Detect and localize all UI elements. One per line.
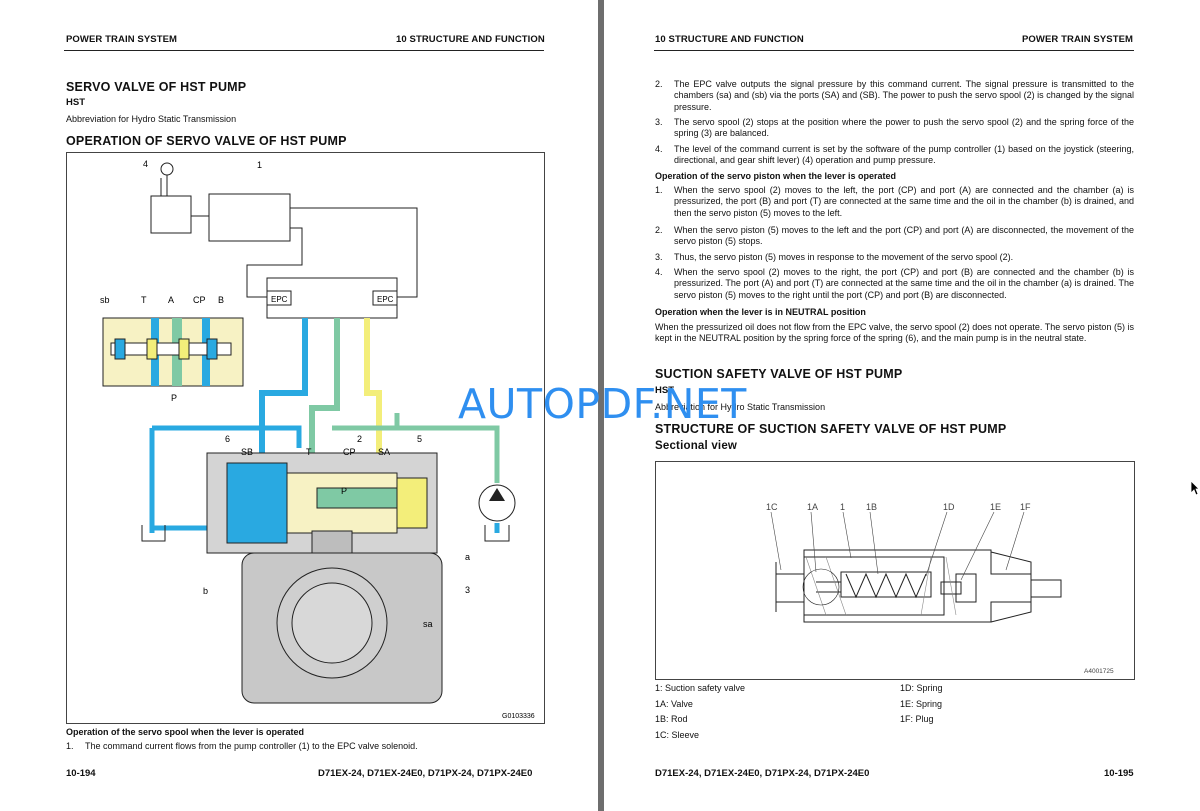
label-CP: CP <box>343 447 356 457</box>
abbr-heading: HST <box>655 385 674 396</box>
running-header-right: 10 STRUCTURE AND FUNCTION <box>396 34 545 45</box>
spool-inset <box>102 317 244 387</box>
pump-body <box>206 452 443 704</box>
label-1: 1 <box>257 160 262 170</box>
cursor-arrow-icon <box>1190 480 1200 501</box>
label-p: P <box>171 393 177 403</box>
suction-valve-section: 1C 1A 1 1B 1D 1E 1F A4001725 <box>655 461 1135 680</box>
label-P: P <box>341 486 347 496</box>
label-b: B <box>218 295 224 305</box>
pump-symbol-icon <box>478 484 516 522</box>
section-drawing-svg: 1C 1A 1 1B 1D 1E 1F A4001725 <box>766 502 1114 675</box>
model-codes: D71EX-24, D71EX-24E0, D71PX-24, D71PX-24… <box>318 768 533 779</box>
label-1: 1 <box>840 502 845 512</box>
watermark-text: AUTOPDF.NET <box>458 380 747 428</box>
abbr-heading: HST <box>66 97 85 108</box>
piston-heading: Operation of the servo piston when the l… <box>655 171 897 181</box>
running-header-left: POWER TRAIN SYSTEM <box>66 34 178 45</box>
running-header-right: POWER TRAIN SYSTEM <box>1022 34 1134 45</box>
legend-item: 1E: Spring <box>900 699 943 709</box>
figure-id: G0103336 <box>502 713 535 720</box>
model-codes: D71EX-24, D71EX-24E0, D71PX-24, D71PX-24… <box>655 768 870 779</box>
label-a: A <box>168 295 174 305</box>
list-item: 3. Thus, the servo piston (5) moves in r… <box>655 252 1014 262</box>
list-item: 2. When the servo piston (5) moves to th… <box>655 225 1134 247</box>
label-SA: SA <box>378 447 390 457</box>
legend-item: 1C: Sleeve <box>655 730 700 740</box>
legend-item: 1D: Spring <box>900 683 943 693</box>
label-1b: 1B <box>866 502 877 512</box>
label-1f: 1F <box>1020 502 1031 512</box>
label-T: T <box>306 447 312 457</box>
label-5: 5 <box>417 434 422 444</box>
label-1a: 1A <box>807 502 818 512</box>
label-3: 3 <box>465 585 470 595</box>
label-a-chamber: a <box>465 552 470 562</box>
label-epc-left: EPC <box>271 295 288 304</box>
structure-title: STRUCTURE OF SUCTION SAFETY VALVE OF HST… <box>655 422 1007 436</box>
list-item: 4. When the servo spool (2) moves to the… <box>655 267 1134 300</box>
list-item: 1. When the servo spool (2) moves to the… <box>655 185 1134 218</box>
legend-item: 1: Suction safety valve <box>655 683 746 693</box>
sub-heading: Operation of the servo spool when the le… <box>66 727 305 737</box>
abbr-text: Abbreviation for Hydro Static Transmissi… <box>655 402 826 412</box>
label-2: 2 <box>357 434 362 444</box>
page-number: 10-194 <box>66 768 96 779</box>
list-item: 4. The level of the command current is s… <box>655 144 1134 166</box>
joystick-box <box>150 195 192 234</box>
label-1c: 1C <box>766 502 778 512</box>
figure-id: A4001725 <box>1084 668 1114 675</box>
section-title: SERVO VALVE OF HST PUMP <box>66 80 247 94</box>
label-1d: 1D <box>943 502 955 512</box>
lever-knob-icon <box>160 162 174 176</box>
label-cp: CP <box>193 295 206 305</box>
list-item: 1. The command current flows from the pu… <box>66 741 418 751</box>
abbr-text: Abbreviation for Hydro Static Transmissi… <box>66 114 237 124</box>
neutral-text: When the pressurized oil does not flow f… <box>655 322 1134 344</box>
operation-title: OPERATION OF SERVO VALVE OF HST PUMP <box>66 134 347 148</box>
label-t: T <box>141 295 147 305</box>
legend-item: 1A: Valve <box>655 699 693 709</box>
sectional-view-label: Sectional view <box>655 440 738 452</box>
running-header-left: 10 STRUCTURE AND FUNCTION <box>655 34 804 45</box>
label-sb: sb <box>100 295 110 305</box>
hydraulic-circuit-svg: 4 1 EPC EPC sb T A CP B P 6 SB T 2 CP SA… <box>100 159 535 720</box>
label-epc-right: EPC <box>377 295 394 304</box>
pump-controller-box <box>208 193 291 242</box>
right-page: 10 STRUCTURE AND FUNCTION POWER TRAIN SY… <box>604 0 1200 811</box>
neutral-heading: Operation when the lever is in NEUTRAL p… <box>655 307 866 317</box>
page-number: 10-195 <box>1104 768 1134 779</box>
header-rule <box>64 50 544 51</box>
label-b-chamber: b <box>203 586 208 596</box>
label-4: 4 <box>143 159 148 169</box>
left-page: POWER TRAIN SYSTEM 10 STRUCTURE AND FUNC… <box>0 0 598 811</box>
label-6: 6 <box>225 434 230 444</box>
list-item: 2. The EPC valve outputs the signal pres… <box>655 79 1134 112</box>
servo-valve-diagram: 4 1 EPC EPC sb T A CP B P 6 SB T 2 CP SA… <box>66 152 545 724</box>
label-sa: sa <box>423 619 433 629</box>
label-1e: 1E <box>990 502 1001 512</box>
label-SB: SB <box>241 447 253 457</box>
header-rule <box>654 50 1134 51</box>
legend-item: 1F: Plug <box>900 714 934 724</box>
suction-title: SUCTION SAFETY VALVE OF HST PUMP <box>655 367 903 381</box>
list-item: 3. The servo spool (2) stops at the posi… <box>655 117 1134 139</box>
legend-item: 1B: Rod <box>655 714 688 724</box>
